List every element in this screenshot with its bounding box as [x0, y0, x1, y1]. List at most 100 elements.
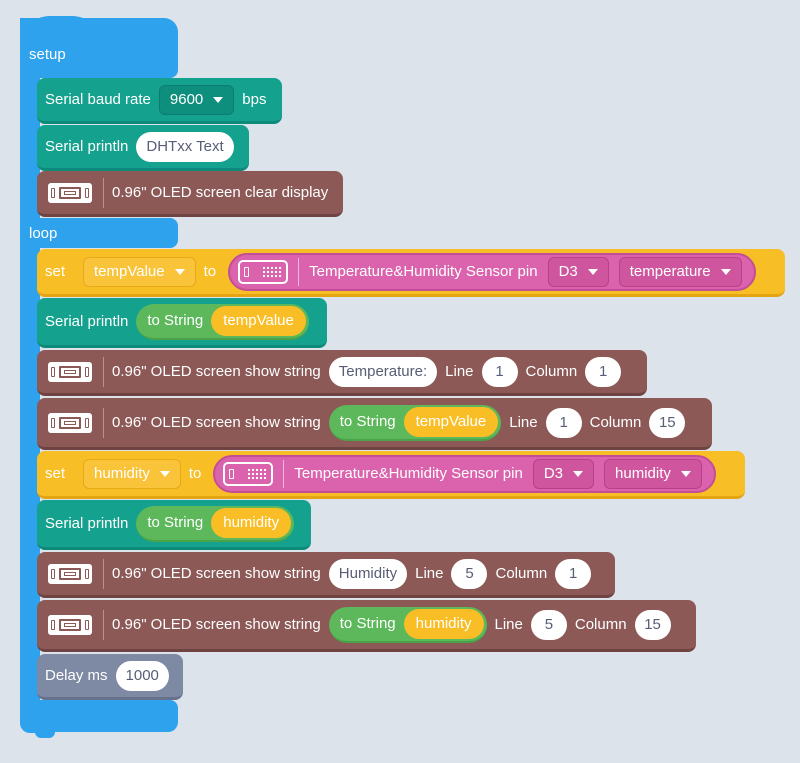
- grid-plus-icon: [759, 450, 775, 466]
- separator: [103, 407, 104, 438]
- separator: [298, 257, 300, 286]
- to-string-reporter[interactable]: to String tempValue: [136, 303, 309, 340]
- set-variable-block[interactable]: set tempValue to Temperature&Humidity Se…: [37, 249, 785, 297]
- column-label: Column: [589, 414, 642, 431]
- column-label: Column: [525, 363, 578, 380]
- block-label: Serial println: [45, 515, 129, 532]
- delay-ms-block[interactable]: Delay ms 1000: [37, 654, 183, 700]
- separator: [283, 459, 285, 488]
- loop-label: loop: [29, 225, 58, 242]
- to-string-reporter[interactable]: to String humidity: [328, 606, 487, 643]
- mode-dropdown[interactable]: humidity: [604, 458, 702, 489]
- dht-sensor-reporter[interactable]: Temperature&Humidity Sensor pin D3 humid…: [213, 454, 716, 493]
- variable-reporter[interactable]: tempValue: [403, 406, 499, 437]
- variable-reporter[interactable]: humidity: [211, 507, 292, 538]
- to-string-reporter[interactable]: to String tempValue: [328, 404, 502, 441]
- column-label: Column: [495, 565, 548, 582]
- separator: [103, 609, 104, 640]
- block-label: 0.96" OLED screen show string: [112, 363, 321, 380]
- column-input[interactable]: 1: [555, 558, 592, 589]
- oled-screen-icon: [45, 410, 95, 436]
- grid-plus-icon: [681, 528, 697, 544]
- dropdown-value: tempValue: [94, 262, 165, 280]
- unit-label: bps: [242, 91, 267, 108]
- grid-plus-icon: [291, 60, 307, 76]
- to-string-label: to String: [147, 514, 204, 531]
- grid-plus-icon: [681, 138, 697, 154]
- grid-plus-icon: [525, 60, 541, 76]
- line-input[interactable]: 5: [530, 609, 567, 640]
- caret-down-icon: [573, 470, 584, 477]
- variable-reporter[interactable]: humidity: [403, 608, 484, 639]
- dropdown-value: D3: [543, 464, 564, 482]
- grid-plus-icon: [681, 216, 697, 232]
- grid-plus-icon: [447, 294, 463, 310]
- line-input[interactable]: 1: [545, 407, 582, 438]
- variable-dropdown[interactable]: humidity: [83, 458, 181, 489]
- caret-down-icon: [720, 268, 731, 275]
- mode-dropdown[interactable]: temperature: [618, 256, 742, 287]
- oled-show-string-block[interactable]: 0.96" OLED screen show string Temperatur…: [37, 350, 647, 396]
- dht-sensor-reporter[interactable]: Temperature&Humidity Sensor pin D3 tempe…: [228, 252, 756, 291]
- grid-plus-icon: [681, 684, 697, 700]
- oled-show-string-block[interactable]: 0.96" OLED screen show string to String …: [37, 398, 712, 450]
- line-label: Line: [415, 565, 444, 582]
- grid-plus-icon: [447, 60, 463, 76]
- text-input[interactable]: DHTxx Text: [136, 131, 234, 162]
- event-block-spine: [20, 18, 40, 733]
- column-input[interactable]: 15: [634, 609, 671, 640]
- grid-plus-icon: [525, 684, 541, 700]
- grid-plus-icon: [369, 528, 385, 544]
- variable-dropdown[interactable]: tempValue: [83, 256, 196, 287]
- grid-plus-icon: [759, 372, 775, 388]
- grid-plus-icon: [447, 138, 463, 154]
- set-variable-block[interactable]: set humidity to Temperature&Humidity Sen…: [37, 451, 745, 499]
- sensor-label: Temperature&Humidity Sensor pin: [294, 465, 523, 482]
- serial-println-block[interactable]: Serial println to String humidity: [37, 500, 311, 550]
- grid-plus-icon: [759, 606, 775, 622]
- grid-plus-icon: [603, 60, 619, 76]
- column-input[interactable]: 15: [649, 407, 686, 438]
- oled-show-string-block[interactable]: 0.96" OLED screen show string Humidity L…: [37, 552, 615, 598]
- serial-baud-rate-block[interactable]: Serial baud rate 9600 bps: [37, 78, 282, 124]
- serial-println-block[interactable]: Serial println to String tempValue: [37, 298, 327, 348]
- setup-label: setup: [29, 46, 66, 63]
- block-label: Serial println: [45, 138, 129, 155]
- oled-screen-icon: [45, 612, 95, 638]
- grid-plus-icon: [369, 60, 385, 76]
- grid-plus-icon: [369, 684, 385, 700]
- text-input[interactable]: Temperature:: [328, 356, 438, 387]
- separator: [103, 177, 104, 208]
- dropdown-value: 9600: [169, 90, 204, 108]
- to-string-reporter[interactable]: to String humidity: [136, 505, 295, 542]
- oled-screen-icon: [45, 359, 95, 385]
- to-string-label: to String: [147, 312, 204, 329]
- dht-sensor-icon: [238, 259, 289, 284]
- baud-rate-dropdown[interactable]: 9600: [158, 84, 235, 115]
- text-input[interactable]: Humidity: [328, 558, 408, 589]
- pin-dropdown[interactable]: D3: [532, 458, 595, 489]
- grid-plus-icon: [759, 294, 775, 310]
- oled-show-string-block[interactable]: 0.96" OLED screen show string to String …: [37, 600, 696, 652]
- serial-println-block[interactable]: Serial println DHTxx Text: [37, 125, 249, 171]
- line-input[interactable]: 5: [451, 558, 488, 589]
- pin-dropdown[interactable]: D3: [547, 256, 609, 287]
- variable-reporter[interactable]: tempValue: [211, 305, 306, 336]
- line-input[interactable]: 1: [481, 356, 518, 387]
- column-input[interactable]: 1: [585, 356, 622, 387]
- dropdown-value: D3: [558, 262, 578, 280]
- caret-down-icon: [174, 268, 185, 275]
- loop-section-bar[interactable]: [20, 218, 178, 248]
- column-label: Column: [574, 616, 627, 633]
- oled-clear-display-block[interactable]: 0.96" OLED screen clear display: [37, 171, 343, 217]
- separator: [103, 356, 104, 387]
- setup-event-block[interactable]: [20, 18, 178, 78]
- grid-plus-icon: [291, 684, 307, 700]
- grid-plus-icon: [525, 528, 541, 544]
- to-label: to: [188, 465, 202, 482]
- grid-plus-icon: [369, 138, 385, 154]
- delay-input[interactable]: 1000: [115, 660, 169, 691]
- event-block-end: [20, 700, 178, 732]
- grid-plus-icon: [603, 138, 619, 154]
- event-block-notch: [35, 730, 55, 738]
